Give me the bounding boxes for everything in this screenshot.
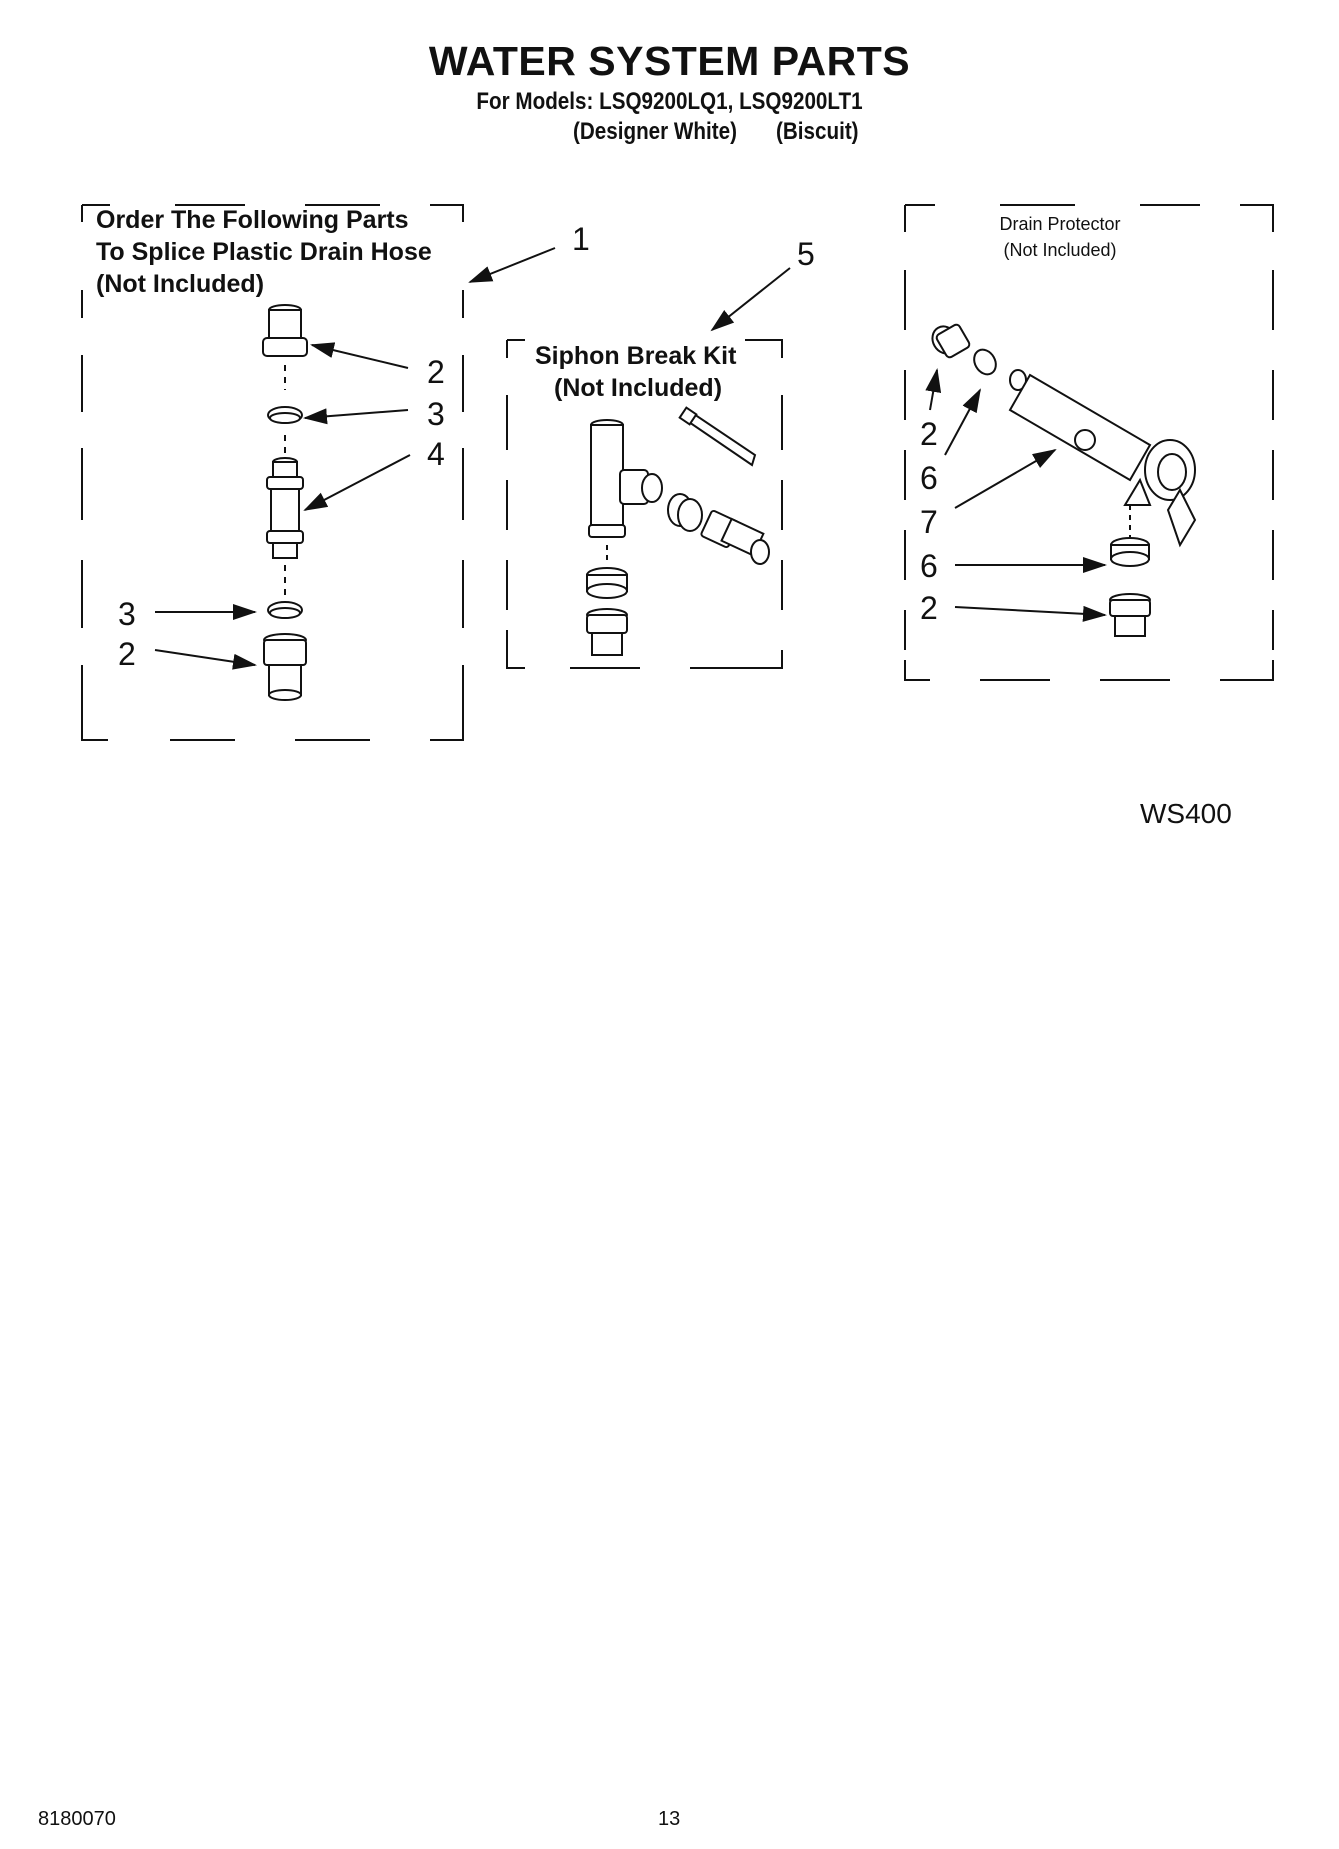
callout-right-6-top: 6 (920, 460, 938, 496)
doc-number: 8180070 (38, 1808, 116, 1830)
callout-right-2-top: 2 (920, 416, 938, 452)
left-dashed-box (81, 204, 464, 741)
page-number: 13 (658, 1808, 681, 1830)
callout-1: 1 (572, 221, 590, 257)
leader-lines (154, 247, 1107, 670)
right-parts (931, 323, 1197, 637)
callout-2-top: 2 (427, 354, 445, 390)
left-box-label-3: (Not Included) (96, 270, 265, 298)
left-box-label-1: Order The Following Parts (96, 206, 409, 234)
middle-box-label-1: Siphon Break Kit (535, 342, 737, 370)
callout-right-7: 7 (920, 504, 938, 540)
diagram-code: WS400 (1140, 798, 1232, 829)
models-line: For Models: LSQ9200LQ1, LSQ9200LT1 (476, 88, 863, 115)
middle-dashed-box (506, 339, 783, 669)
callout-2-bottom: 2 (118, 636, 136, 672)
callout-right-6-bottom: 6 (920, 548, 938, 584)
left-parts (262, 304, 308, 701)
callout-4: 4 (427, 436, 445, 472)
callout-right-2-bottom: 2 (920, 590, 938, 626)
right-dashed-box (904, 204, 1274, 681)
middle-box-label-2: (Not Included) (554, 374, 723, 402)
right-box-label-1: Drain Protector (999, 214, 1121, 234)
callout-3-bottom: 3 (118, 596, 136, 632)
callout-3-top: 3 (427, 396, 445, 432)
callout-5: 5 (797, 236, 815, 272)
page-title: WATER SYSTEM PARTS (428, 38, 911, 84)
right-box-label-2: (Not Included) (1003, 240, 1117, 260)
color-designer-white: (Designer White) (573, 118, 737, 145)
left-box-label-2: To Splice Plastic Drain Hose (96, 238, 432, 266)
color-biscuit: (Biscuit) (776, 118, 859, 145)
middle-parts (586, 406, 770, 656)
